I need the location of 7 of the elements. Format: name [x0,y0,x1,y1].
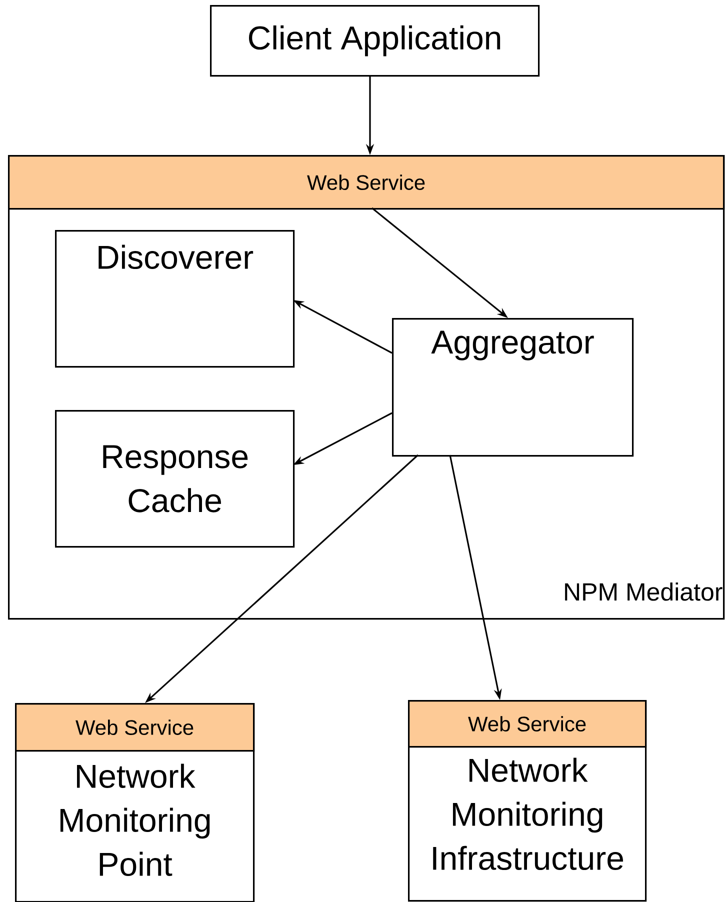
process-box: Discoverer [55,230,295,368]
service-band: Web Service [408,700,647,748]
process-box: Aggregator [392,318,634,457]
process-box: Client Application [210,5,540,77]
process-box: Response Cache [55,410,295,548]
service-band: Web Service [8,155,725,210]
service-band: Web Service [15,703,255,752]
